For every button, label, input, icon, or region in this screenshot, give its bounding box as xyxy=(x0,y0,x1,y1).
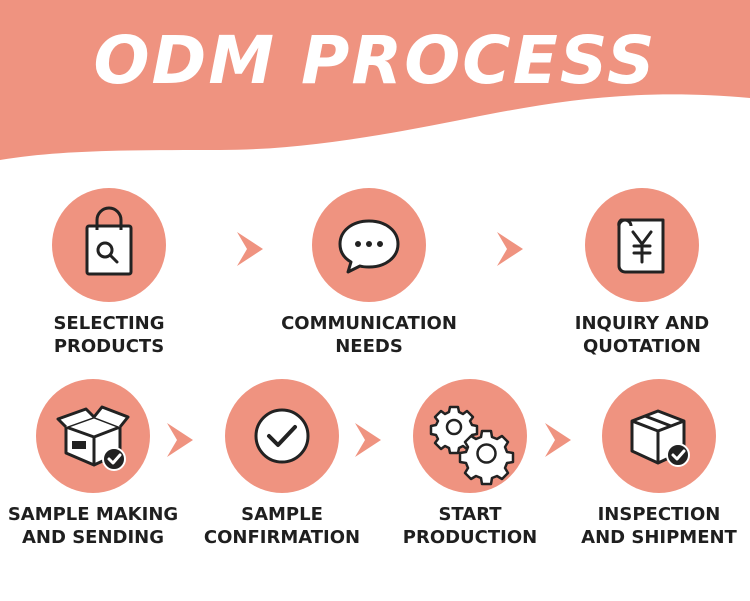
step-1-label: SELECTING PRODUCTS xyxy=(14,312,204,358)
step-7-circle xyxy=(602,379,716,493)
arrow-icon xyxy=(237,232,263,266)
step-4-circle xyxy=(36,379,150,493)
step-4-label-line-2: AND SENDING xyxy=(21,527,164,548)
step-1-label-line-1: SELECTING xyxy=(53,313,165,334)
step-6-circle xyxy=(413,379,527,493)
step-5-circle xyxy=(225,379,339,493)
step-2-circle xyxy=(312,188,426,302)
step-4-label: SAMPLE MAKING AND SENDING xyxy=(0,503,188,549)
check-circle-icon xyxy=(254,408,310,464)
step-7-label-line-1: INSPECTION xyxy=(597,504,721,525)
step-2-label-line-2: NEEDS xyxy=(335,336,403,357)
step-1-circle xyxy=(52,188,166,302)
step-5-label: SAMPLE CONFIRMATION xyxy=(187,503,377,549)
package-check-icon xyxy=(630,409,690,467)
arrow-icon xyxy=(355,423,381,457)
step-5-label-line-2: CONFIRMATION xyxy=(203,527,361,548)
step-5-label-line-1: SAMPLE xyxy=(241,504,323,525)
arrow-icon xyxy=(497,232,523,266)
banner-wave-shape xyxy=(0,0,750,160)
step-2-label: COMMUNICATION NEEDS xyxy=(274,312,464,358)
step-3-circle xyxy=(585,188,699,302)
step-6-label: START PRODUCTION xyxy=(375,503,565,549)
open-box-check-icon xyxy=(56,405,130,471)
step-2-label-line-1: COMMUNICATION xyxy=(281,313,457,334)
yen-receipt-icon xyxy=(617,218,665,274)
page-title: ODM PROCESS xyxy=(93,22,657,99)
step-3-label-line-2: QUOTATION xyxy=(583,336,701,357)
step-3-label: INQUIRY AND QUOTATION xyxy=(547,312,737,358)
chat-bubble-icon xyxy=(338,219,400,274)
step-4-label-line-1: SAMPLE MAKING xyxy=(7,504,179,525)
step-7-label-line-2: AND SHIPMENT xyxy=(581,527,737,548)
shopping-bag-icon xyxy=(85,206,133,276)
step-6-label-line-2: PRODUCTION xyxy=(402,527,538,548)
arrow-icon xyxy=(167,423,193,457)
step-1-label-line-2: PRODUCTS xyxy=(53,336,165,357)
gears-icon xyxy=(429,405,515,486)
step-3-label-line-1: INQUIRY AND xyxy=(574,313,710,334)
arrow-icon xyxy=(545,423,571,457)
step-7-label: INSPECTION AND SHIPMENT xyxy=(564,503,750,549)
header-banner: ODM PROCESS xyxy=(0,0,750,175)
step-6-label-line-1: START xyxy=(438,504,502,525)
